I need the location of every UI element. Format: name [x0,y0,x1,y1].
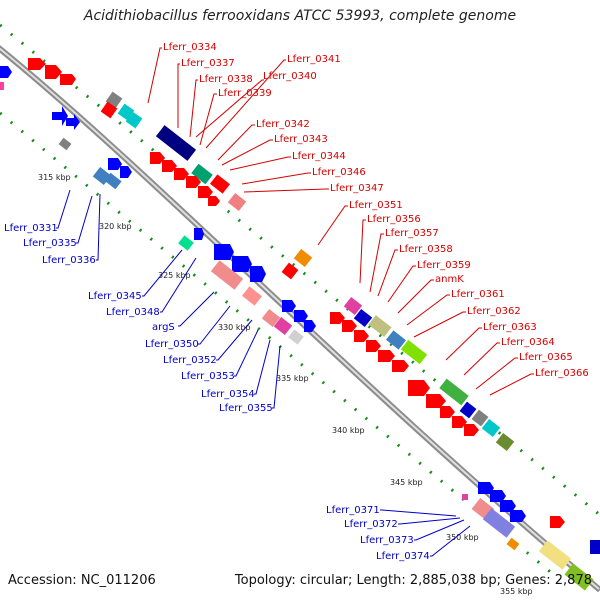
gene-label: Lferr_0363 [483,322,537,333]
gene-label: Lferr_0331 [4,223,58,234]
gene-label: Lferr_0341 [287,54,341,65]
kbp-labels: 315 kbp 320 kbp 325 kbp 330 kbp 335 kbp … [38,173,533,596]
gene-label: argS [152,322,175,333]
gene-label: Lferr_0346 [312,167,366,178]
gene-label: Lferr_0373 [360,535,414,546]
gene-label: Lferr_0342 [256,119,310,130]
gene-label: Lferr_0347 [330,183,384,194]
kbp-label: 340 kbp [332,426,365,435]
gene-label: Lferr_0334 [163,42,217,53]
kbp-label: 330 kbp [218,323,251,332]
gene-label: Lferr_0352 [163,355,217,366]
gene-label: Lferr_0351 [349,200,403,211]
gene-label: Lferr_0343 [274,134,328,145]
gene-label: Lferr_0348 [106,307,160,318]
gene-label: Lferr_0372 [344,519,398,530]
reverse-leaders [56,189,471,557]
gene-label: Lferr_0374 [376,551,430,562]
gene-label: anmK [435,274,464,285]
kbp-label: 350 kbp [446,533,479,542]
accession-text: Accession: NC_011206 [8,573,156,588]
gene-label: Lferr_0338 [199,74,253,85]
forward-leaders [147,47,534,396]
summary-text: Topology: circular; Length: 2,885,038 bp… [234,573,592,588]
kbp-label: 355 kbp [500,587,533,596]
kbp-label: 325 kbp [158,271,191,280]
kbp-label: 345 kbp [390,478,423,487]
reverse-gene-labels: Lferr_0331 Lferr_0335 Lferr_0336 Lferr_0… [4,223,430,562]
gene-label: Lferr_0358 [399,244,453,255]
gene-label: Lferr_0361 [451,289,505,300]
forward-gene-labels: Lferr_0334 Lferr_0337 Lferr_0338 Lferr_0… [163,42,589,379]
reverse-genes [0,66,526,551]
gene-label: Lferr_0359 [417,260,471,271]
forward-genes [28,58,600,591]
kbp-label: 315 kbp [38,173,71,182]
gene-label: Lferr_0364 [501,337,555,348]
gene-label: Lferr_0339 [218,88,272,99]
gene-label: Lferr_0337 [181,58,235,69]
kbp-label: 320 kbp [99,222,132,231]
gene-label: Lferr_0365 [519,352,573,363]
gene-label: Lferr_0357 [385,228,439,239]
gene-label: Lferr_0353 [181,371,235,382]
gene-label: Lferr_0355 [219,403,273,414]
gene-label: Lferr_0354 [201,389,255,400]
map-title: Acidithiobacillus ferrooxidans ATCC 5399… [83,8,517,24]
gene-label: Lferr_0350 [145,339,199,350]
gene-label: Lferr_0340 [263,71,317,82]
gene-label: Lferr_0371 [326,505,380,516]
kbp-label: 335 kbp [276,374,309,383]
gene-label: Lferr_0366 [535,368,589,379]
gene-label: Lferr_0356 [367,214,421,225]
gene-label: Lferr_0345 [88,291,142,302]
gene-label: Lferr_0336 [42,255,96,266]
tick-lines [0,23,600,582]
gene-label: Lferr_0335 [23,238,77,249]
gene-label: Lferr_0362 [467,306,521,317]
gene-label: Lferr_0344 [292,151,346,162]
